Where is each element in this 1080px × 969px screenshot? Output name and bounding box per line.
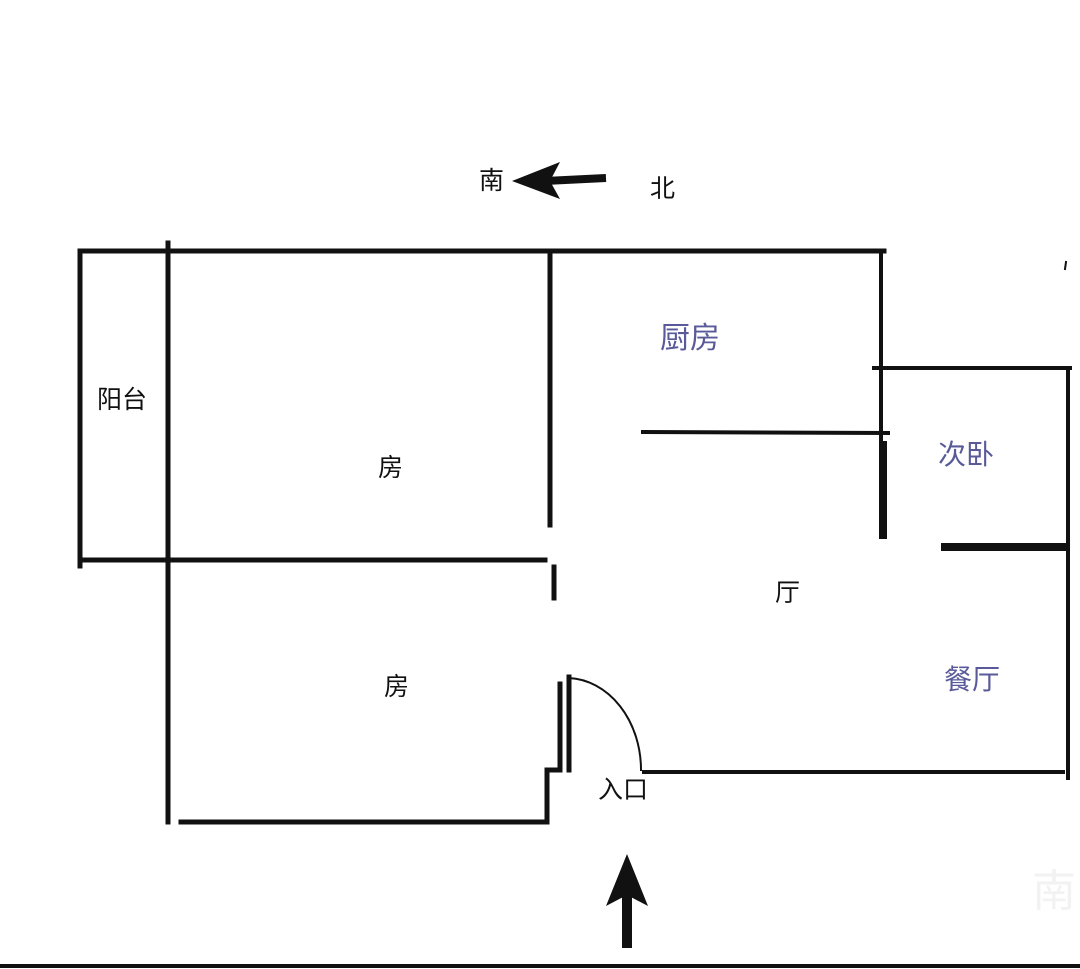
room-balcony-label: 阳台 — [97, 385, 148, 414]
compass-south-label: 南 — [479, 166, 505, 195]
stray-mark — [1063, 260, 1068, 271]
wall-entrance-left — [544, 681, 563, 825]
room-second-bedroom-label: 次卧 — [938, 438, 995, 471]
room-living-label: 厅 — [775, 578, 801, 607]
room-dining-label: 餐厅 — [944, 663, 1001, 696]
room-kitchen-label: 厨房 — [660, 321, 720, 356]
watermark: 南 — [1032, 866, 1076, 917]
door-swing-arc — [567, 676, 643, 772]
room-bedroom-bottom-label: 房 — [384, 672, 410, 701]
compass-arrow — [512, 162, 607, 199]
wall-kitchen-bottom — [640, 429, 891, 436]
entrance-label: 入口 — [598, 775, 649, 804]
room-bedroom-top-label: 房 — [378, 453, 404, 482]
entrance-arrow — [606, 854, 648, 948]
compass-north-label: 北 — [650, 174, 676, 203]
